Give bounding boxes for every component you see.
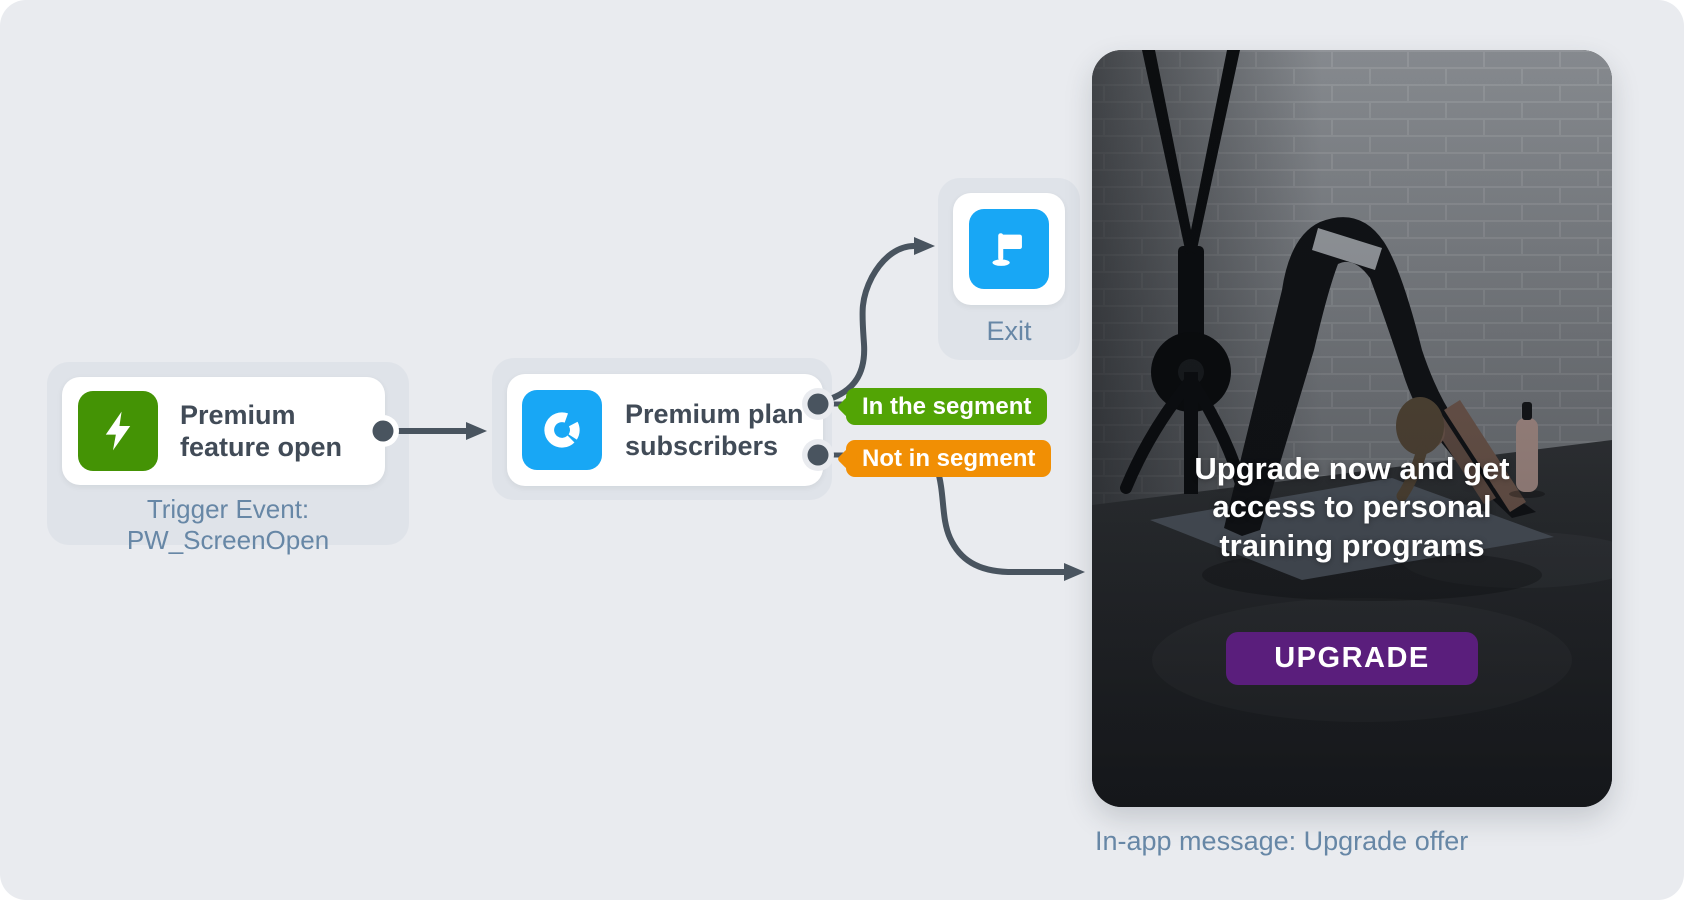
in-app-message-preview[interactable]: Upgrade now and get access to personal t… [1092, 50, 1612, 807]
branch-not-in-segment-badge[interactable]: Not in segment [846, 440, 1052, 477]
trigger-node-card[interactable]: Premium feature open [62, 377, 385, 485]
trigger-node-group: Premium feature open Trigger Event: PW_S… [47, 362, 409, 555]
message-headline: Upgrade now and get access to personal t… [1194, 451, 1510, 563]
segment-node-card[interactable]: Premium plan subscribers [507, 374, 823, 486]
segment-donut-icon [522, 390, 602, 470]
fitness-photo [1092, 50, 1612, 807]
in-app-message-caption: In-app message: Upgrade offer [1095, 826, 1469, 856]
trigger-node-title: Premium feature open [180, 400, 343, 463]
exit-node-group: Exit [938, 178, 1080, 360]
segment-node-group: Premium plan subscribers [492, 358, 832, 500]
segment-node-title: Premium plan subscribers [625, 399, 804, 462]
exit-node-label: Exit [986, 316, 1032, 346]
branch-in-segment-badge[interactable]: In the segment [846, 388, 1048, 425]
exit-node-card[interactable] [953, 193, 1065, 305]
trigger-event-caption: Trigger Event: PW_ScreenOpen [126, 494, 330, 555]
upgrade-button[interactable]: UPGRADE [1226, 632, 1478, 685]
lightning-bolt-icon [78, 391, 158, 471]
flag-icon [969, 209, 1049, 289]
